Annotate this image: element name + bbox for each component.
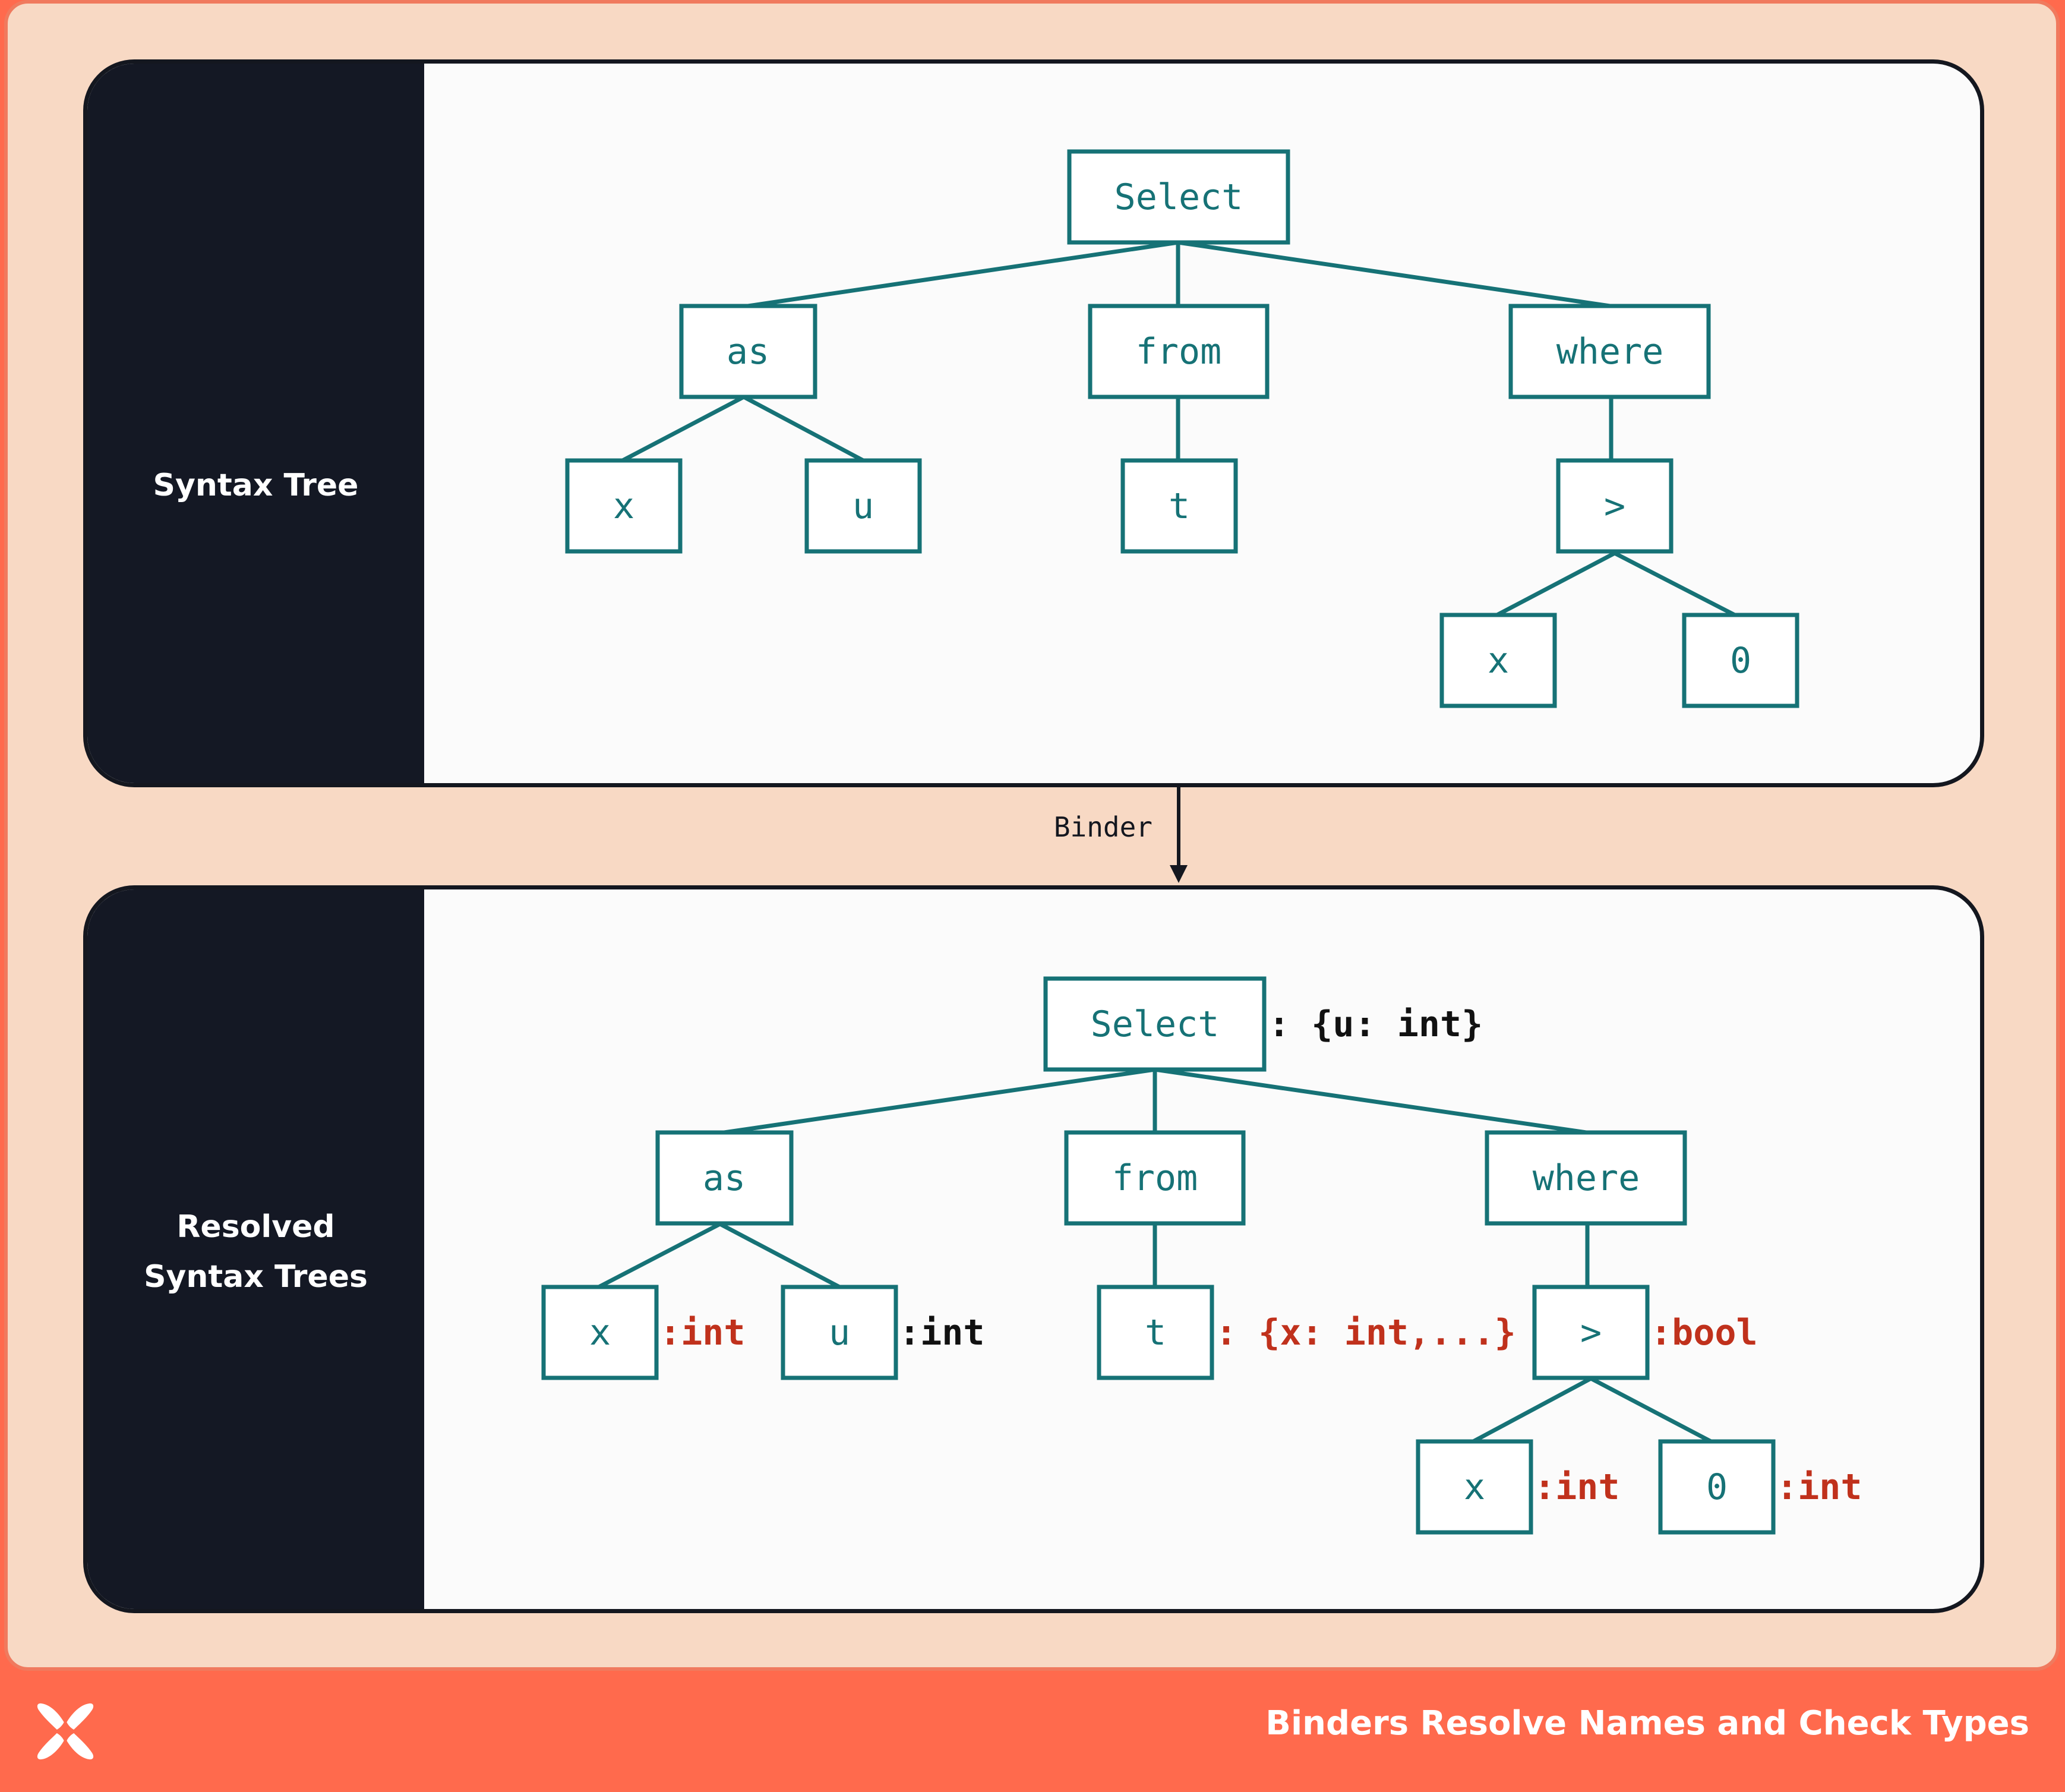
top-node-zero-box (1682, 613, 1799, 708)
bottom-node-x: x (589, 1312, 611, 1354)
type-x2: :int (1534, 1466, 1620, 1508)
bottom-node-as-box (655, 1130, 794, 1226)
top-node-x2-box (1439, 613, 1557, 708)
top-node-select-box (1067, 149, 1290, 245)
bottom-node-from: from (1112, 1157, 1198, 1199)
type-zero: :int (1776, 1466, 1862, 1508)
bottom-node-from-box (1064, 1130, 1246, 1226)
bottom-tree-labels: Select as from where x u t > x 0 (589, 1004, 1728, 1508)
top-node-t-box (1120, 458, 1238, 554)
top-node-gt-box (1556, 458, 1674, 554)
bottom-node-u: u (829, 1312, 850, 1354)
bottom-node-select-box (1043, 976, 1267, 1072)
type-t: : {x: int,...} (1215, 1312, 1516, 1354)
bottom-node-select: Select (1091, 1004, 1220, 1045)
top-node-from: from (1136, 331, 1222, 373)
top-node-t: t (1169, 485, 1190, 527)
bottom-node-zero: 0 (1706, 1466, 1728, 1508)
bottom-node-x-box (541, 1285, 659, 1380)
resolved-trees-label-line1: Resolved (176, 1209, 335, 1245)
top-node-where-box (1508, 304, 1711, 399)
bottom-tree-nodes (541, 976, 1776, 1535)
top-node-where: where (1556, 331, 1664, 373)
resolved-trees-sidebar (87, 889, 424, 1609)
top-node-as-box (679, 304, 817, 399)
top-tree-nodes (565, 149, 1799, 708)
bottom-node-zero-box (1658, 1439, 1776, 1535)
bottom-node-u-box (781, 1285, 898, 1380)
top-node-select: Select (1114, 176, 1243, 218)
bottom-tree-edges (598, 1067, 1712, 1444)
bottom-node-t-box (1097, 1285, 1214, 1380)
footer-title: Binders Resolve Names and Check Types (1265, 1704, 2029, 1743)
resolved-trees-label-line2: Syntax Trees (144, 1259, 368, 1295)
type-select: : {u: int} (1268, 1004, 1483, 1045)
top-tree-labels: Select as from where x u t > x 0 (613, 176, 1751, 682)
top-node-from-box (1088, 304, 1270, 399)
type-x: :int (659, 1312, 746, 1354)
syntax-tree-sidebar (87, 64, 424, 783)
syntax-tree-panel: Syntax Tree (83, 59, 1984, 787)
top-node-x: x (613, 485, 634, 527)
x-logo-icon (37, 1703, 94, 1760)
top-node-u: u (852, 485, 874, 527)
bottom-node-gt-box (1532, 1285, 1650, 1380)
bottom-node-as: as (703, 1157, 746, 1199)
bottom-node-where-box (1485, 1130, 1687, 1226)
binder-label: Binder (1054, 811, 1153, 843)
top-node-x-box (565, 458, 683, 554)
type-gt: :bool (1650, 1312, 1758, 1354)
top-tree-edges (621, 240, 1736, 617)
bottom-node-t: t (1145, 1312, 1166, 1354)
bottom-node-gt: > (1580, 1312, 1602, 1354)
top-node-as: as (727, 331, 769, 373)
top-node-gt: > (1604, 485, 1625, 527)
top-node-zero: 0 (1730, 640, 1751, 682)
type-u: :int (899, 1312, 985, 1354)
top-node-x2: x (1488, 640, 1509, 682)
bottom-node-x2-box (1416, 1439, 1533, 1535)
bottom-node-where: where (1533, 1157, 1640, 1199)
type-annotations: : {u: int} :int :int : {x: int,...} :boo… (659, 1004, 1862, 1508)
syntax-tree-label: Syntax Tree (153, 468, 359, 503)
top-node-u-box (804, 458, 922, 554)
bottom-node-x2: x (1464, 1466, 1485, 1508)
